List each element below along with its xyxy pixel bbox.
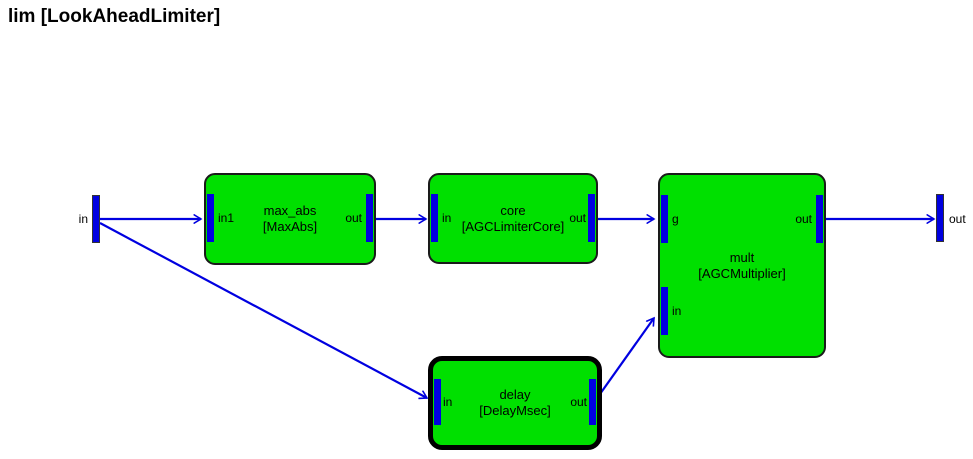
max-abs-port-out-label: out xyxy=(345,211,362,225)
core-port-out-label: out xyxy=(569,211,586,225)
output-terminal[interactable] xyxy=(936,194,944,242)
block-max-abs[interactable]: in1 max_abs [MaxAbs] out xyxy=(204,173,376,265)
delay-port-out-label: out xyxy=(570,395,587,409)
wire-delay-to-mult-in[interactable] xyxy=(599,318,654,395)
mult-port-in-label: in xyxy=(672,304,682,318)
core-type: [AGCLimiterCore] xyxy=(461,218,565,234)
mult-port-in[interactable] xyxy=(661,287,668,335)
delay-port-in[interactable] xyxy=(434,379,441,425)
delay-type: [DelayMsec] xyxy=(479,403,551,418)
core-label: core [AGCLimiterCore] xyxy=(462,203,565,235)
max-abs-port-in1[interactable] xyxy=(207,194,214,242)
max-abs-name: max_abs xyxy=(263,203,317,218)
block-core[interactable]: in core [AGCLimiterCore] out xyxy=(428,173,598,264)
block-mult[interactable]: g in mult [AGCMultiplier] out xyxy=(658,173,826,358)
wire-in-to-delay[interactable] xyxy=(99,222,427,398)
delay-port-out[interactable] xyxy=(589,379,596,425)
mult-port-out[interactable] xyxy=(816,195,823,243)
input-terminal[interactable] xyxy=(92,195,100,243)
delay-name: delay xyxy=(499,387,531,402)
input-terminal-label: in xyxy=(78,212,88,226)
mult-port-out-label: out xyxy=(795,212,812,226)
core-name: core xyxy=(500,202,526,218)
output-terminal-label: out xyxy=(949,212,966,226)
mult-type: [AGCMultiplier] xyxy=(698,265,786,281)
max-abs-port-out[interactable] xyxy=(366,194,373,242)
mult-port-g[interactable] xyxy=(661,195,668,243)
max-abs-label: max_abs [MaxAbs] xyxy=(263,203,317,235)
mult-label: mult [AGCMultiplier] xyxy=(698,250,785,282)
max-abs-port-in1-label: in1 xyxy=(218,211,235,225)
delay-label: delay [DelayMsec] xyxy=(479,387,551,419)
core-port-in[interactable] xyxy=(431,194,438,242)
max-abs-type: [MaxAbs] xyxy=(262,219,318,234)
core-port-in-label: in xyxy=(442,211,452,225)
mult-port-g-label: g xyxy=(672,212,679,226)
delay-port-in-label: in xyxy=(443,395,453,409)
mult-name: mult xyxy=(729,249,755,265)
core-port-out[interactable] xyxy=(588,194,595,242)
block-delay[interactable]: in delay [DelayMsec] out xyxy=(428,356,602,450)
diagram-title: lim [LookAheadLimiter] xyxy=(8,6,221,27)
